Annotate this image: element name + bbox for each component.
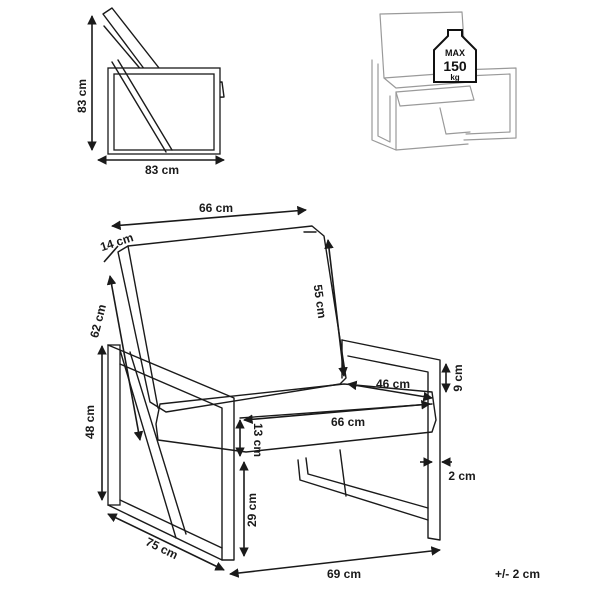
badge-max-label: MAX bbox=[445, 48, 465, 58]
badge-unit-label: kg bbox=[450, 73, 459, 82]
tolerance-note: +/- 2 cm bbox=[495, 567, 540, 581]
depth-dimension bbox=[107, 513, 225, 571]
preview-view: MAX 150 kg bbox=[371, 11, 517, 151]
back-to-floor-label: 62 cm bbox=[87, 303, 109, 339]
frame-width-label: 2 cm bbox=[448, 469, 475, 483]
backrest-height-label: 55 cm bbox=[311, 284, 330, 320]
back-to-floor-dimension bbox=[106, 275, 144, 441]
main-view: 66 cm 14 cm 62 cm 55 cm 46 cm 9 cm 66 cm… bbox=[83, 201, 476, 581]
seat-depth-dimension bbox=[347, 380, 433, 402]
backrest-depth-dimension bbox=[103, 245, 119, 263]
main-chair bbox=[107, 225, 441, 561]
side-view-chair bbox=[102, 7, 225, 155]
max-load-badge-icon: MAX 150 kg bbox=[433, 29, 477, 83]
preview-chair bbox=[371, 11, 517, 151]
width-label: 69 cm bbox=[327, 567, 361, 581]
seat-thickness-label: 13 cm bbox=[251, 423, 265, 457]
badge-weight-value: 150 bbox=[443, 58, 467, 74]
backrest-height-dimension bbox=[324, 239, 348, 377]
side-depth-label: 83 cm bbox=[145, 163, 179, 177]
seat-width-label: 66 cm bbox=[331, 415, 365, 429]
armrest-clearance-label: 9 cm bbox=[451, 364, 465, 391]
total-height-label: 48 cm bbox=[83, 405, 97, 439]
width-dimension bbox=[229, 546, 441, 578]
seat-width-dimension bbox=[243, 399, 431, 425]
backrest-depth-label: 14 cm bbox=[98, 230, 135, 254]
overall-width-label: 66 cm bbox=[199, 201, 233, 215]
seat-height-label: 29 cm bbox=[245, 493, 259, 527]
overall-width-dimension bbox=[111, 205, 307, 231]
side-view: 83 cm 83 cm bbox=[75, 7, 225, 177]
depth-label: 75 cm bbox=[143, 535, 180, 563]
side-height-label: 83 cm bbox=[75, 79, 89, 113]
seat-depth-label: 46 cm bbox=[376, 377, 410, 391]
